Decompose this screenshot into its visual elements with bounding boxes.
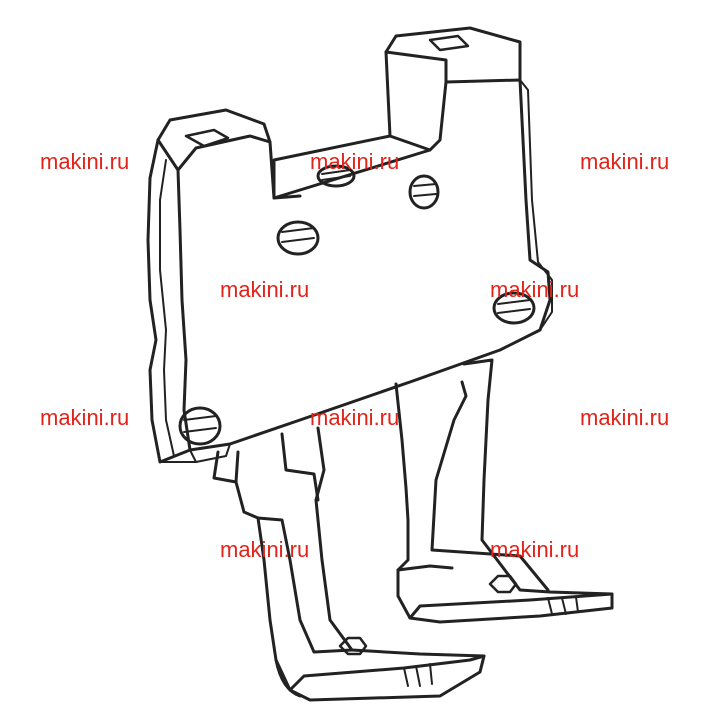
bracket-body [146,26,553,464]
right-foot-toe-stripes [547,596,579,615]
left-foot-toe-stripes [403,663,433,687]
bracket-right-tower-side [384,50,448,152]
screw-middle-right [492,291,536,325]
bracket-left-tower [156,108,272,144]
right-foot-front-edge [396,564,454,572]
bracket-bottom-edge-2 [195,443,231,463]
left-foot-shank [212,426,486,702]
bracket-front-face [176,78,552,452]
right-foot-inner-edge [430,380,550,592]
left-foot-side-step [280,432,320,502]
right-foot-screw-hex [488,574,518,594]
screw-top-right [408,174,440,210]
right-foot [394,358,614,624]
bracket-left-tower-slot [184,128,230,148]
left-foot [212,426,486,702]
screw-middle-left [276,220,320,256]
right-foot-sole-top [408,592,614,620]
screw-top-middle [316,164,356,188]
right-foot-shank [394,358,614,624]
left-foot-heel-curve [274,658,302,698]
bracket-right-tower-slot [428,34,470,52]
bracket-right-edge [519,79,553,331]
left-foot-sole-top [288,654,486,692]
left-foot-screw-hex [338,636,368,656]
bracket-left-edge-inner [159,159,175,457]
left-foot-inner-edge [234,450,354,654]
bracket-left-edge [146,138,192,464]
bracket-notch-shelf [272,134,392,200]
bracket-right-tower [384,26,522,82]
screw-bottom-left [178,406,222,446]
